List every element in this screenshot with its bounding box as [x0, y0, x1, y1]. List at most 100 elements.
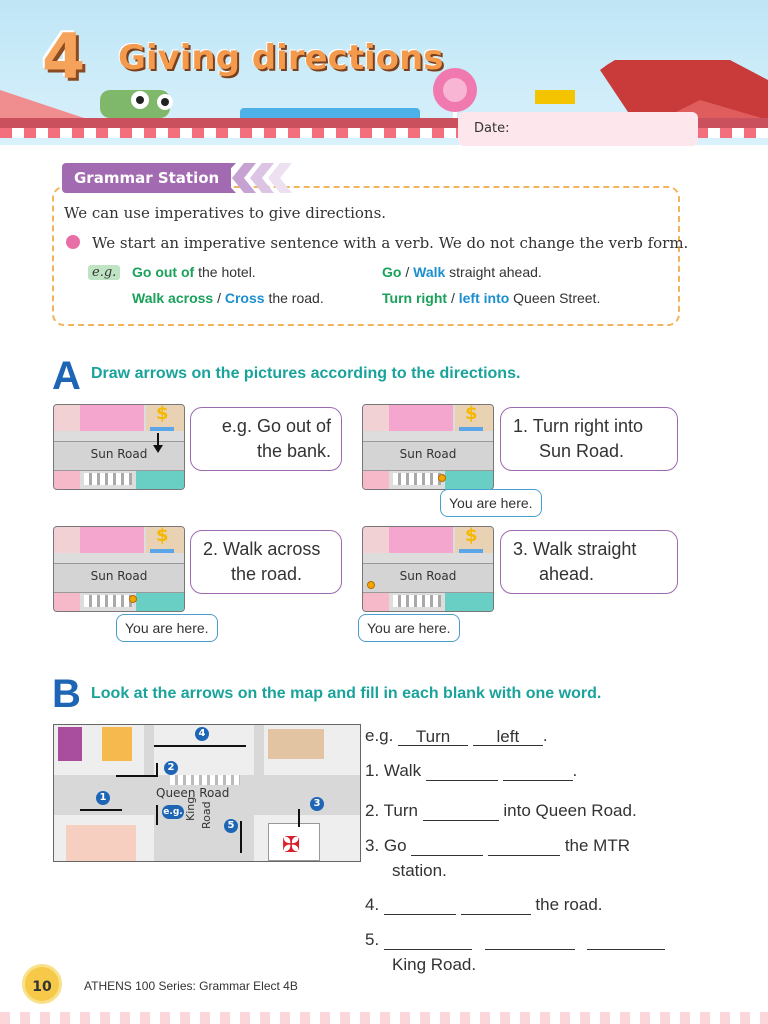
answer-blank[interactable]: [425, 762, 498, 781]
section-a-instruction: Draw arrows on the pictures according to…: [91, 365, 521, 382]
arrow-down-icon: [153, 433, 163, 453]
you-are-here-dot: [438, 474, 446, 482]
road-label: Sun Road: [399, 447, 457, 461]
bubble-1: 1. Turn right into Sun Road.: [500, 407, 678, 471]
road-label: Sun Road: [399, 569, 457, 583]
example-sep: /: [213, 290, 225, 306]
answer-blank[interactable]: [484, 931, 575, 950]
dollar-sign-icon: $: [465, 404, 478, 424]
street-map: ✠ Queen Road King Road 4 2 1 e.g. 5 3: [53, 724, 361, 862]
road-label: Sun Road: [90, 569, 148, 583]
bubble-line: Sun Road.: [539, 441, 625, 461]
bubble-line: 1. Turn right into: [513, 416, 644, 436]
arrow-1: [80, 809, 122, 811]
lollipop-bullet-icon: [66, 235, 80, 249]
section-a-letter: A: [52, 354, 81, 398]
answer-blank[interactable]: [383, 896, 456, 915]
dollar-sign-icon: $: [156, 526, 169, 546]
question-number: 3.: [365, 836, 380, 855]
bubble-line: e.g. Go out of: [221, 416, 331, 436]
you-are-here-label: You are here.: [358, 614, 460, 642]
bubble-2: 2. Walk across the road.: [190, 530, 342, 594]
example-2: Go / Walk straight ahead.: [382, 264, 542, 280]
question-5-cont: King Road.: [392, 955, 477, 974]
section-b-instruction: Look at the arrows on the map and fill i…: [91, 685, 602, 702]
question-number: 2.: [365, 801, 380, 820]
marker-4: 4: [195, 727, 209, 741]
section-b-letter: B: [52, 672, 81, 716]
question-eg: e.g. Turn left.: [365, 726, 548, 746]
picture-2[interactable]: $ Sun Road: [53, 526, 185, 612]
marker-5: 5: [224, 819, 238, 833]
grammar-station-tag: Grammar Station: [62, 163, 232, 193]
example-verb-alt: Cross: [224, 290, 265, 306]
bubble-eg: e.g. Go out of the bank.: [190, 407, 342, 471]
answer-blank[interactable]: [383, 931, 472, 950]
queen-road-label: Queen Road: [156, 786, 230, 800]
arrow-5: [240, 821, 242, 853]
example-rest: the road.: [264, 290, 324, 306]
answer-blank[interactable]: [460, 896, 531, 915]
date-box: [458, 112, 698, 146]
example-4: Turn right / left into Queen Street.: [382, 290, 600, 306]
series-title: ATHENS 100 Series: Grammar Elect 4B: [84, 979, 298, 993]
bubble-line: ahead.: [539, 564, 595, 584]
king-road-label: Road: [200, 801, 213, 829]
mtr-logo-icon: ✠: [282, 833, 301, 858]
chapter-number: 4: [42, 20, 86, 93]
answer-blank[interactable]: [488, 837, 561, 856]
question-3: 3. Go the MTR: [365, 836, 685, 856]
you-are-here-dot: [129, 595, 137, 603]
grammar-rule-2: We start an imperative sentence with a v…: [92, 234, 689, 252]
example-sep: /: [401, 264, 414, 280]
arrow-eg: [156, 805, 158, 825]
bubble-3: 3. Walk straight ahead.: [500, 530, 678, 594]
question-5: 5.: [365, 930, 666, 950]
dollar-sign-icon: $: [156, 404, 169, 424]
marker-1: 1: [96, 791, 110, 805]
example-rest: the hotel.: [194, 264, 256, 280]
example-rest: Queen Street.: [509, 290, 601, 306]
page-title: Giving directions: [118, 38, 444, 78]
marker-eg: e.g.: [162, 805, 184, 819]
example-verb: Walk across: [132, 290, 214, 306]
you-are-here-label: You are here.: [116, 614, 218, 642]
answer-blank[interactable]: [502, 762, 573, 781]
bubble-line: the bank.: [256, 441, 331, 461]
question-text: into Queen Road.: [503, 801, 637, 820]
you-are-here-dot: [367, 581, 375, 589]
question-number: 4.: [365, 895, 380, 914]
example-verb: Go: [382, 264, 402, 280]
eg-label: e.g.: [365, 726, 394, 745]
example-rest: straight ahead.: [445, 264, 542, 280]
date-label: Date:: [474, 121, 510, 136]
arrow-4: [154, 745, 246, 747]
question-number: 5.: [365, 930, 380, 949]
question-text: Walk: [383, 761, 422, 780]
chapter-header: [0, 0, 768, 145]
answer-blank[interactable]: [422, 802, 499, 821]
road-label: Sun Road: [90, 447, 148, 461]
example-1: Go out of the hotel.: [132, 264, 256, 280]
picture-3[interactable]: $ Sun Road: [362, 526, 494, 612]
king-word: King: [184, 796, 197, 821]
question-text: Go: [383, 836, 407, 855]
question-1: 1. Walk .: [365, 761, 578, 781]
answer-blank[interactable]: [587, 931, 666, 950]
question-2: 2. Turn into Queen Road.: [365, 801, 637, 821]
bubble-line: 3. Walk straight: [513, 539, 637, 559]
answer-eg-2: left: [472, 727, 543, 746]
question-text: Turn: [383, 801, 418, 820]
picture-eg[interactable]: $ Sun Road: [53, 404, 185, 490]
answer-blank[interactable]: [411, 837, 484, 856]
example-sep: /: [447, 290, 459, 306]
example-verb: Turn right: [382, 290, 448, 306]
arrow-2-stem: [156, 763, 158, 777]
question-number: 1.: [365, 761, 380, 780]
grammar-box: [52, 186, 680, 326]
page-number: 10: [22, 964, 62, 1004]
picture-1[interactable]: $ Sun Road: [362, 404, 494, 490]
question-4: 4. the road.: [365, 895, 603, 915]
chevron-decoration-icon: [222, 163, 292, 193]
you-are-here-label: You are here.: [440, 489, 542, 517]
